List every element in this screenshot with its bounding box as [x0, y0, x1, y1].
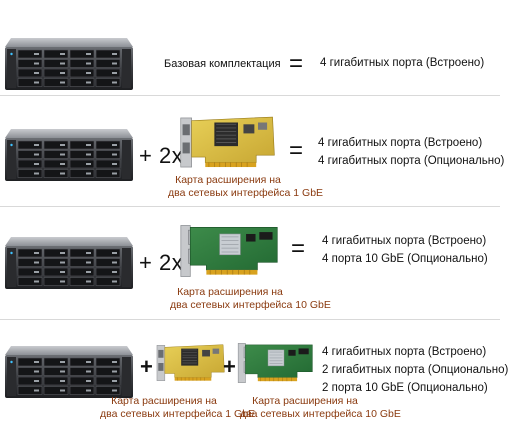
10gbe-expansion-card-image	[178, 222, 282, 280]
multiplier-label: + 2x	[139, 143, 184, 168]
config-row-base: Базовая комплектация = 4 гигабитных порт…	[0, 0, 500, 95]
equals-sign: =	[289, 137, 304, 164]
card-caption: Карта расширения на два сетевых интерфей…	[100, 395, 256, 421]
card-caption-line: Карта расширения на	[177, 286, 283, 298]
card-caption-line: Карта расширения на	[111, 395, 217, 407]
equals-sign: =	[291, 235, 306, 262]
10gbe-expansion-card-image	[236, 338, 316, 388]
card-caption: Карта расширения на два сетевых интерфей…	[170, 286, 331, 312]
plus-sign: +	[140, 354, 153, 379]
result-line: 4 гигабитных порта (Встроено)	[322, 235, 487, 247]
multiplier-label: + 2x	[139, 250, 184, 275]
equals-sign: =	[289, 50, 304, 77]
1gbe-expansion-card-image	[155, 342, 227, 384]
row-divider	[0, 319, 500, 320]
config-row-mixed: + Карта расширения на два сетевых интерф…	[0, 320, 508, 442]
row-divider	[0, 206, 500, 207]
card-caption-line: два сетевых интерфейса 1 GbE	[100, 408, 256, 420]
1gbe-expansion-card-image	[178, 115, 278, 170]
result-line: 4 гигабитных порта (Встроено)	[318, 137, 483, 149]
config-row-1gbe: + 2x Карта расширения на два сетевых инт…	[0, 96, 504, 206]
nas-server-image	[5, 346, 133, 398]
card-caption-line: два сетевых интерфейса 1 GbE	[168, 187, 324, 199]
result-line: 4 гигабитных порта (Опционально)	[318, 155, 505, 167]
nas-server-image	[5, 38, 133, 90]
card-caption-line: Карта расширения на	[175, 174, 281, 186]
plus-sign: +	[223, 354, 236, 379]
nas-server-image	[5, 237, 133, 289]
card-caption-line: Карта расширения на	[252, 395, 358, 407]
nas-server-image	[5, 129, 133, 181]
result-line: 4 порта 10 GbE (Опционально)	[322, 253, 488, 265]
result-line: 4 гигабитных порта (Встроено)	[320, 57, 485, 69]
config-row-10gbe: + 2x Карта расширения на два сетевых инт…	[0, 207, 500, 319]
card-caption: Карта расширения на два сетевых интерфей…	[240, 395, 401, 421]
card-caption-line: два сетевых интерфейса 10 GbE	[240, 408, 401, 420]
result-line: 2 порта 10 GbE (Опционально)	[322, 382, 488, 394]
result-line: 4 гигабитных порта (Встроено)	[322, 346, 487, 358]
card-caption: Карта расширения на два сетевых интерфей…	[168, 174, 324, 200]
result-line: 2 гигабитных порта (Опционально)	[322, 364, 508, 376]
row-divider	[0, 95, 500, 96]
card-caption-line: два сетевых интерфейса 10 GbE	[170, 299, 331, 311]
base-config-label: Базовая комплектация	[164, 58, 281, 70]
